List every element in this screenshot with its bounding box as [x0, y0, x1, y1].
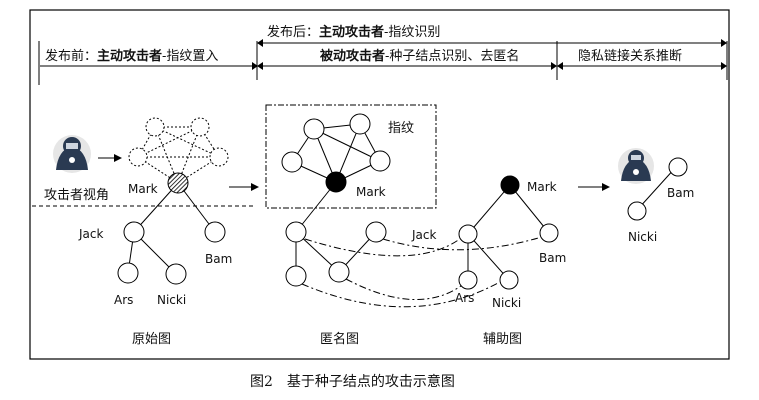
node-mark-hatched: [167, 172, 189, 194]
panel-label-original: 原始图: [132, 332, 171, 347]
header-arrow: [721, 62, 727, 70]
node-nicki: [165, 263, 187, 285]
node-aux-jack: [458, 224, 478, 244]
label-aux-jack: Jack: [411, 228, 436, 242]
label-result-bam: Bam: [667, 186, 694, 200]
figure-caption: 图2 基于种子结点的攻击示意图: [250, 373, 455, 390]
node-fingerprint: [145, 117, 165, 137]
header-passive: 被动攻击者-种子结点识别、去匿名: [319, 48, 519, 64]
label-aux-ars: Ars: [455, 291, 474, 305]
node-fingerprint: [128, 147, 148, 167]
node-fingerprint: [209, 147, 229, 167]
header-privacy: 隐私链接关系推断: [578, 48, 682, 64]
fingerprint-box: [265, 104, 437, 209]
label-aux-bam: Bam: [539, 251, 566, 265]
inferred-link: [637, 166, 677, 210]
header-arrow: [551, 62, 557, 70]
node-ars: [117, 262, 139, 284]
mapping-links: [301, 233, 546, 308]
node-anon: [281, 151, 303, 173]
label-ars: Ars: [114, 293, 133, 307]
node-anon: [328, 261, 350, 283]
node-fingerprint: [190, 117, 210, 137]
attacker-view-label: 攻击者视角: [44, 188, 109, 203]
node-anon-mark: [325, 171, 347, 193]
node-aux-bam: [539, 223, 559, 243]
header-arrow: [721, 39, 727, 47]
node-anon: [365, 221, 387, 243]
attacker-icon: [53, 135, 91, 173]
node-bam: [204, 221, 226, 243]
label-anon-mark: Mark: [356, 185, 386, 199]
node-result-nicki: [627, 201, 647, 221]
label-aux-nicki: Nicki: [492, 296, 521, 310]
node-aux-mark: [500, 175, 520, 195]
node-anon: [285, 221, 307, 243]
attacker-icon: [618, 148, 654, 184]
panel-label-auxiliary: 辅助图: [483, 332, 522, 347]
panel-label-anonymized: 匿名图: [320, 331, 359, 347]
label-bam: Bam: [205, 252, 232, 266]
node-jack: [123, 221, 145, 243]
label-mark: Mark: [128, 182, 158, 196]
aux-graph: [467, 184, 550, 281]
label-result-nicki: Nicki: [628, 230, 657, 244]
header-arrow: [557, 62, 563, 70]
outer-frame: [29, 9, 730, 360]
node-aux-nicki: [499, 270, 519, 290]
header-arrow: [252, 62, 258, 70]
node-result-bam: [668, 157, 688, 177]
node-anon: [369, 150, 391, 172]
node-anon: [349, 113, 371, 135]
header-after: 发布后：主动攻击者-指纹识别: [267, 24, 440, 40]
label-jack: Jack: [78, 227, 103, 241]
fingerprint-label: 指纹: [388, 121, 414, 136]
header-arrow: [257, 39, 263, 47]
label-nicki: Nicki: [157, 293, 186, 307]
header-arrow: [257, 62, 263, 70]
node-anon: [303, 118, 325, 140]
label-aux-mark: Mark: [527, 180, 557, 194]
header-before: 发布前：主动攻击者-指纹置入: [45, 48, 218, 64]
node-anon: [285, 265, 307, 287]
node-aux-ars: [458, 270, 478, 290]
